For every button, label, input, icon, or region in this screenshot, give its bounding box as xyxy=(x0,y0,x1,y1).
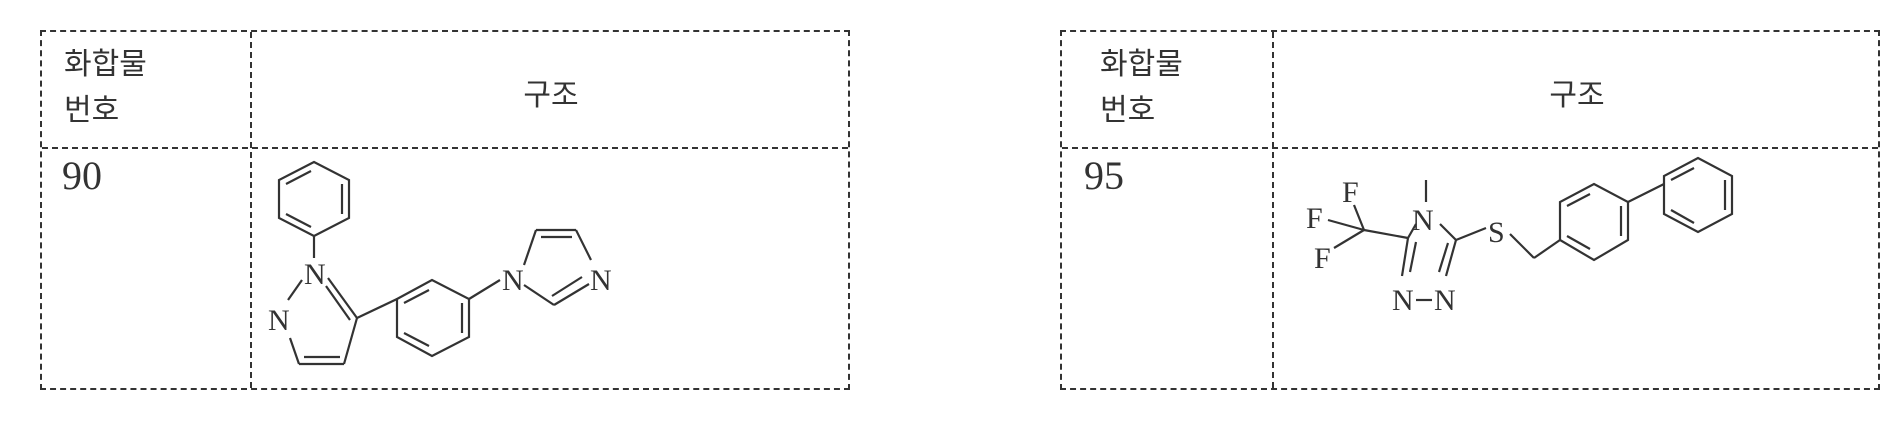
atom-n-top: N xyxy=(1412,204,1434,237)
atom-n3: N xyxy=(502,264,524,297)
compound-id: 95 xyxy=(1084,152,1124,199)
compound-number-header: 화합물 번호 xyxy=(64,42,147,134)
atom-n-b2: N xyxy=(1434,284,1456,317)
structure-header: 구조 xyxy=(252,70,850,114)
atom-f1: F xyxy=(1342,176,1359,209)
compound-table-95: 화합물 번호 구조 95 F F F N N N S xyxy=(1060,30,1880,390)
atom-n2: N xyxy=(268,304,290,337)
atom-f3: F xyxy=(1314,242,1331,275)
atom-s: S xyxy=(1488,216,1505,249)
atom-n4: N xyxy=(590,264,612,297)
atom-f2: F xyxy=(1306,202,1323,235)
structure-header: 구조 xyxy=(1274,70,1880,114)
structure-drawing-90: N N N N xyxy=(254,150,848,388)
atom-n1: N xyxy=(304,258,326,291)
header-row-divider xyxy=(42,147,848,149)
structure-drawing-95: F F F N N N S xyxy=(1276,150,1878,388)
compound-number-header: 화합물 번호 xyxy=(1100,42,1183,134)
compound-id: 90 xyxy=(62,152,102,199)
header-row-divider xyxy=(1062,147,1878,149)
compound-table-90: 화합물 번호 구조 90 N N N N xyxy=(40,30,850,390)
atom-n-b1: N xyxy=(1392,284,1414,317)
